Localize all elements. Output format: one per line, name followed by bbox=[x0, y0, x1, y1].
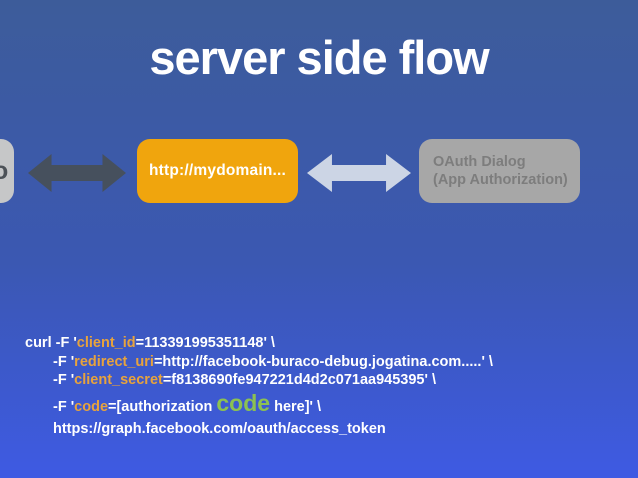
left-partial-box: o bbox=[0, 139, 14, 203]
curl-text: =http://facebook-buraco-debug.jogatina.c… bbox=[153, 353, 493, 370]
curl-line-4: -F 'code=[authorization code here]' \ bbox=[53, 391, 625, 419]
curl-command: curl -F 'client_id=113391995351148' \ -F… bbox=[25, 334, 625, 438]
curl-text: here]' \ bbox=[270, 398, 322, 415]
curl-line-2: -F 'redirect_uri=http://facebook-buraco-… bbox=[53, 353, 625, 372]
oauth-dialog-line1: OAuth Dialog bbox=[433, 154, 526, 170]
curl-text: =[authorization bbox=[108, 398, 217, 415]
curl-text: -F ' bbox=[53, 398, 75, 415]
curl-line-5: https://graph.facebook.com/oauth/access_… bbox=[53, 420, 625, 439]
dark-double-arrow-icon bbox=[28, 154, 126, 192]
curl-line-1: curl -F 'client_id=113391995351148' \ bbox=[25, 334, 625, 353]
mydomain-box: http://mydomain... bbox=[137, 139, 298, 203]
curl-access-token-url: https://graph.facebook.com/oauth/access_… bbox=[53, 420, 386, 437]
oauth-dialog-line2: (App Authorization) bbox=[433, 172, 568, 188]
curl-param-code: code bbox=[74, 398, 109, 415]
curl-code-highlight: code bbox=[216, 389, 271, 416]
curl-text: curl -F ' bbox=[25, 335, 77, 351]
mydomain-box-label: http://mydomain... bbox=[148, 162, 287, 179]
curl-text: =f8138690fe947221d4d2c071aa945395' \ bbox=[162, 372, 436, 388]
curl-text: -F ' bbox=[53, 372, 75, 388]
oauth-dialog-box: OAuth Dialog (App Authorization) bbox=[419, 139, 580, 203]
curl-text: -F ' bbox=[53, 353, 75, 370]
curl-line-3: -F 'client_secret=f8138690fe947221d4d2c0… bbox=[53, 371, 625, 390]
left-partial-box-text: o bbox=[0, 157, 9, 185]
curl-param-redirect-uri: redirect_uri bbox=[74, 353, 154, 370]
curl-param-client-secret: client_secret bbox=[74, 372, 163, 388]
curl-text: =113391995351148' \ bbox=[135, 335, 275, 351]
light-double-arrow-icon bbox=[307, 154, 411, 192]
slide-title: server side flow bbox=[149, 31, 489, 84]
curl-param-client-id: client_id bbox=[76, 335, 136, 351]
